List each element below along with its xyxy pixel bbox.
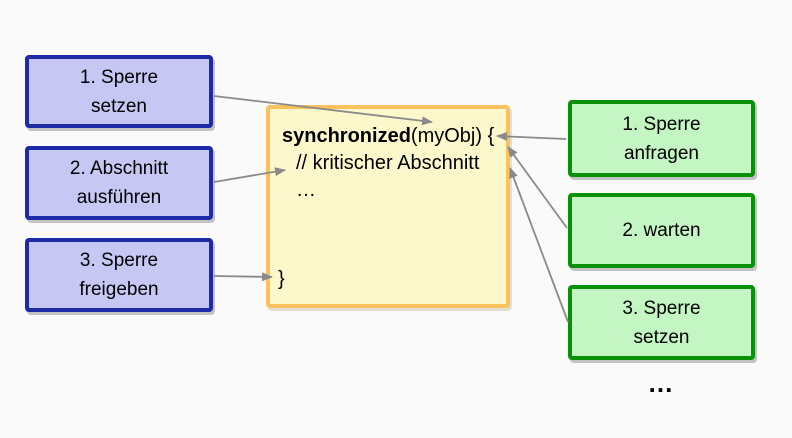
code-line-ellipsis: … xyxy=(296,179,316,201)
step-box-lock-set: 1. Sperre setzen xyxy=(25,55,213,128)
code-keyword: synchronized xyxy=(282,125,411,147)
arrow-lock-acquire-to-code xyxy=(509,167,569,323)
step-box-lock-acquire-line2: setzen xyxy=(633,326,690,348)
step-box-lock-set-line1: 1. Sperre xyxy=(79,66,159,88)
step-box-lock-acquire: 3. Sperre setzen xyxy=(568,285,755,360)
step-box-section-run-line1: 2. Abschnitt xyxy=(69,158,169,179)
code-signature-rest: (myObj) { xyxy=(410,125,495,147)
step-box-lock-release: 3. Sperre freigeben xyxy=(25,238,213,312)
code-line-closing-brace: } xyxy=(278,268,285,290)
step-box-lock-acquire-line1: 3. Sperre xyxy=(622,297,701,319)
step-box-section-run-line2: ausführen xyxy=(76,187,162,208)
arrow-lock-release-to-code xyxy=(213,272,273,282)
step-box-lock-request-line2: anfragen xyxy=(623,142,699,164)
code-line-comment: // kritischer Abschnitt xyxy=(296,152,480,174)
step-box-lock-set-line2: setzen xyxy=(91,95,147,117)
step-box-lock-request: 1. Sperre anfragen xyxy=(568,100,755,177)
step-box-wait: 2. warten xyxy=(568,193,755,268)
step-box-section-run: 2. Abschnitt ausführen xyxy=(25,146,213,220)
bottom-ellipsis: … xyxy=(647,368,676,398)
arrow-wait-to-code xyxy=(507,146,568,229)
step-box-lock-release-line1: 3. Sperre xyxy=(79,250,159,271)
step-box-lock-release-line2: freigeben xyxy=(79,279,159,300)
step-box-wait-line1: 2. warten xyxy=(622,220,701,241)
code-box: synchronized(myObj) { // kritischer Absc… xyxy=(266,105,510,308)
step-box-lock-request-line1: 1. Sperre xyxy=(622,113,701,135)
code-line-synchronized: synchronized(myObj) { xyxy=(270,123,506,150)
